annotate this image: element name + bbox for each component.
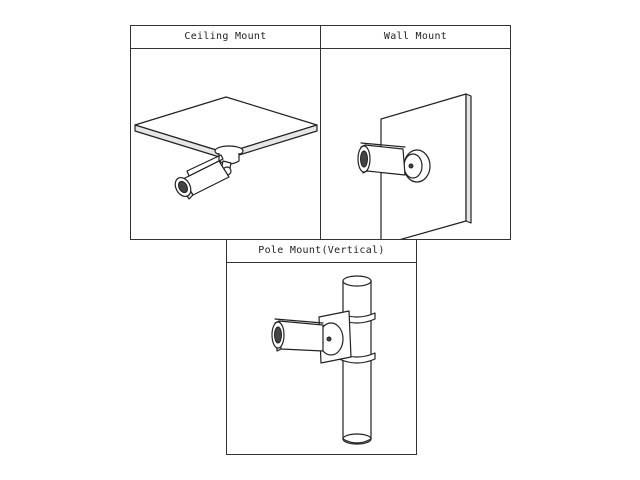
camera-ceiling-mount-icon [134,96,318,200]
ceiling-mount-panel: Ceiling Mount [130,25,321,240]
wall-mount-panel: Wall Mount [320,25,511,240]
pole-mount-panel: Pole Mount(Vertical) [226,239,417,455]
camera-wall-mount-icon [357,93,472,239]
ceiling-mount-illustration [131,49,320,239]
ceiling-mount-title: Ceiling Mount [131,26,320,49]
camera-pole-mount-icon [271,275,376,445]
pole-mount-illustration [227,263,416,454]
wall-mount-title: Wall Mount [321,26,510,49]
pole-mount-title: Pole Mount(Vertical) [227,240,416,263]
wall-mount-illustration [321,49,510,239]
